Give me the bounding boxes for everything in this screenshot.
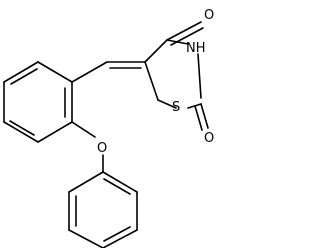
chemical-structure-diagram: O NH S O O xyxy=(3,8,214,248)
ring-to-ether-bond xyxy=(71,121,96,138)
methylidene-to-ring-bond xyxy=(71,61,108,83)
atom-oxygen-ether: O xyxy=(97,141,107,156)
molecule-drawing: O NH S O O xyxy=(3,8,214,248)
atom-nitrogen-hydrogen: NH xyxy=(186,41,206,56)
thiazolidinedione-ring xyxy=(144,39,202,109)
atom-oxygen-top: O xyxy=(204,8,214,23)
atom-sulfur: S xyxy=(172,100,180,115)
exocyclic-double-bond xyxy=(106,61,146,69)
carbonyl-right xyxy=(194,103,209,131)
phenyl-ring-lower xyxy=(68,171,138,248)
benzene-ring-upper xyxy=(3,61,73,143)
carbonyl-top xyxy=(166,21,204,46)
atom-oxygen-right: O xyxy=(204,131,214,146)
